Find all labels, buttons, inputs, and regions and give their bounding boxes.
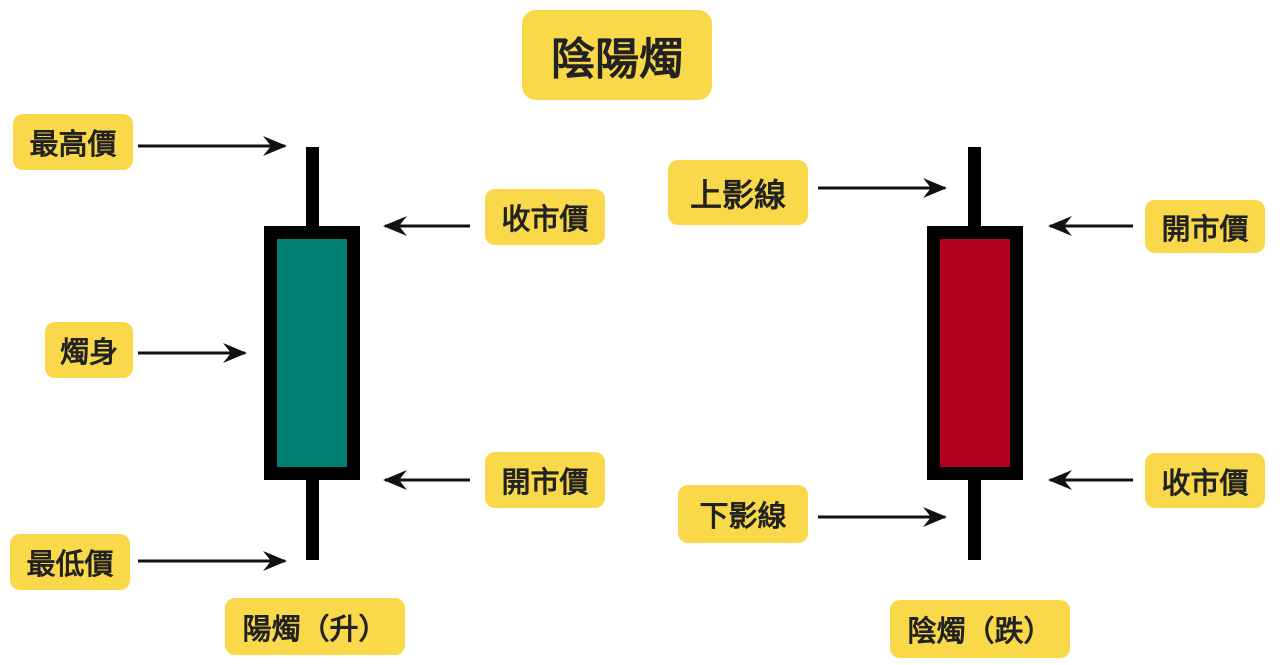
label-open-bearish: 開市價	[1145, 200, 1265, 253]
label-high: 最高價	[13, 114, 133, 170]
label-open-bullish: 開市價	[485, 452, 605, 508]
caption-bearish: 陰燭（跌）	[890, 600, 1070, 658]
label-close-bullish: 收市價	[485, 189, 605, 245]
label-close-bearish: 收市價	[1145, 453, 1265, 508]
bearish-body	[927, 226, 1023, 480]
label-lower-shadow: 下影線	[678, 485, 808, 543]
label-low: 最低價	[10, 534, 130, 590]
bullish-body	[264, 226, 360, 480]
label-body: 燭身	[45, 322, 133, 378]
label-upper-shadow: 上影線	[668, 160, 808, 225]
bullish-candle	[264, 147, 360, 560]
bearish-candle	[927, 147, 1023, 560]
diagram-title: 陰陽燭	[522, 10, 712, 100]
caption-bullish: 陽燭（升）	[225, 598, 405, 655]
